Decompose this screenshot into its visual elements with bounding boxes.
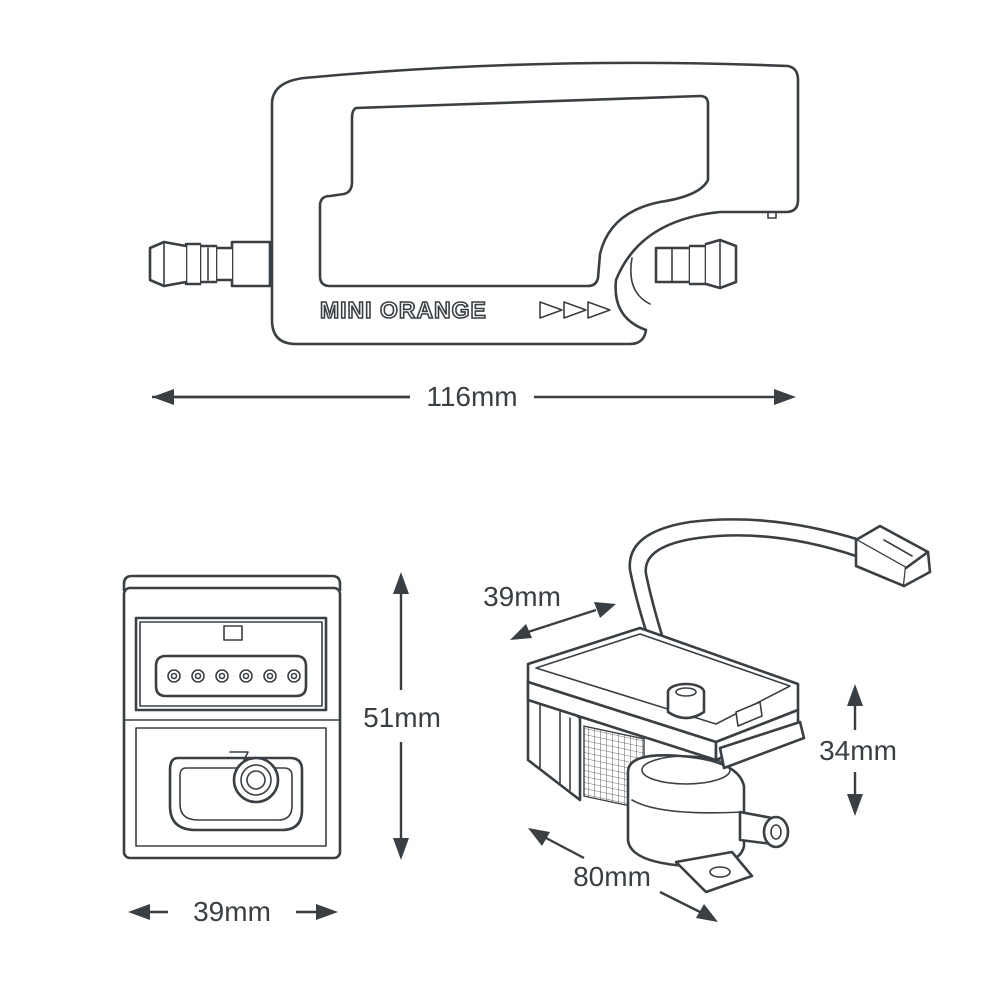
flow-arrows-icon	[539, 301, 611, 319]
top-view-pump: MINI ORANGE	[148, 61, 800, 346]
front-width-label: 39mm	[193, 896, 271, 927]
front-view-pump	[122, 574, 342, 860]
dimension-iso-depth: 39mm	[483, 581, 616, 640]
brand-label: MINI ORANGE	[320, 297, 487, 323]
dimension-front-width: 39mm	[128, 896, 338, 927]
cable-plug	[854, 524, 932, 588]
pump-window	[318, 94, 710, 288]
iso-view-pump	[526, 518, 932, 894]
front-height-label: 51mm	[363, 702, 441, 733]
iso-mounting-tab	[674, 850, 754, 894]
top-length-label: 116mm	[426, 381, 517, 412]
left-hose-barb	[148, 240, 272, 288]
iso-height-label: 34mm	[819, 735, 897, 766]
dimension-iso-length: 80mm	[528, 828, 718, 922]
right-hose-barb	[654, 238, 738, 290]
connector-pins	[167, 669, 301, 683]
iso-depth-label: 39mm	[483, 581, 561, 612]
iso-length-label: 80mm	[573, 861, 651, 892]
iso-outlet-spigot	[738, 810, 790, 849]
dimension-front-height: 51mm	[363, 572, 441, 860]
dimension-top-length: 116mm	[152, 381, 796, 412]
dimension-iso-height: 34mm	[819, 684, 897, 816]
